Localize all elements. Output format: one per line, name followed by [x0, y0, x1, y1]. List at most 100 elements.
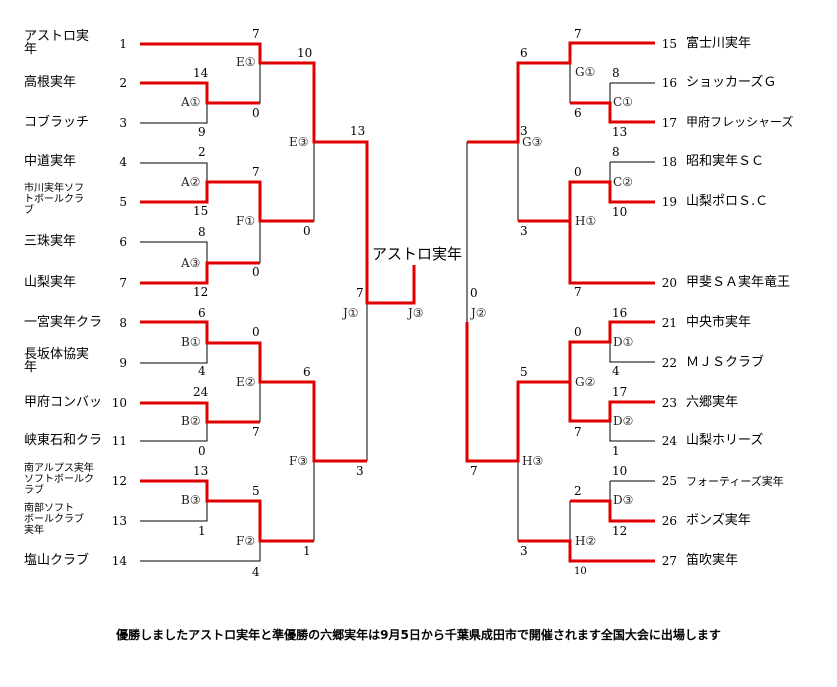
team-name: 市川実年ソフ トボールクラ ブ: [24, 183, 84, 216]
team-name: 南部ソフト ボールクラブ 実年: [24, 503, 84, 536]
seed-number: 18: [661, 155, 677, 169]
team-name: 六郷実年: [686, 395, 739, 410]
seed-number: 10: [111, 396, 127, 410]
score: 5: [252, 484, 260, 498]
score: 0: [198, 444, 206, 458]
score: 0: [470, 286, 478, 300]
score: 3: [520, 544, 528, 558]
seed-number: 17: [661, 116, 677, 130]
match-label: G①: [575, 65, 596, 79]
match-label: A③: [181, 256, 201, 270]
match-label: G③: [522, 135, 543, 149]
match-label: B②: [181, 414, 201, 428]
seed-number: 8: [119, 316, 127, 330]
score: 12: [193, 285, 209, 299]
score: 8: [612, 145, 620, 159]
score: 7: [470, 464, 478, 478]
score: 2: [198, 145, 206, 159]
score: 4: [252, 565, 260, 579]
seed-number: 21: [661, 316, 677, 330]
match-label: J①: [343, 306, 359, 320]
team-name: 高根実年: [24, 75, 77, 90]
seed-number: 19: [661, 195, 677, 209]
match-label: D②: [613, 414, 634, 428]
seed-number: 16: [661, 76, 677, 90]
seed-number: 12: [111, 474, 127, 488]
team-name: 富士川実年: [686, 36, 752, 51]
team-name: 峡東石和クラ: [24, 433, 103, 448]
score: 3: [356, 464, 364, 478]
score: 7: [252, 425, 260, 439]
team-name: 三珠実年: [24, 234, 77, 249]
seed-number: 24: [661, 434, 677, 448]
champion-label: アストロ実年: [372, 245, 463, 263]
team-name: 塩山クラブ: [24, 553, 90, 568]
score: 17: [612, 385, 628, 399]
team-name: 長坂体協実 年: [24, 347, 90, 375]
team-name: 山梨ポロＳ.Ｃ: [686, 194, 769, 209]
score: 7: [356, 286, 364, 300]
score: 6: [198, 306, 206, 320]
score: 6: [303, 365, 311, 379]
score: 24: [193, 385, 209, 399]
footer-note: 優勝しましたアストロ実年と準優勝の六郷実年は9月5日から千葉県成田市で開催されま…: [116, 628, 721, 642]
match-label: J③: [408, 306, 424, 320]
score: 10: [297, 46, 313, 60]
score: 15: [193, 204, 209, 218]
team-name: 南アルプス実年 ソフトボールク ラブ: [24, 463, 94, 496]
score: 0: [574, 325, 582, 339]
score: 5: [520, 365, 528, 379]
team-name: 山梨ホリーズ: [686, 433, 764, 448]
score: 1: [198, 524, 206, 538]
match-label: C①: [613, 95, 633, 109]
score: 13: [350, 124, 366, 138]
team-name: 甲府フレッシャーズ: [686, 115, 794, 129]
score: 7: [574, 27, 582, 41]
match-label: D③: [613, 493, 634, 507]
team-name: 笛吹実年: [686, 553, 739, 568]
team-name: アストロ実 年: [24, 29, 90, 57]
score: 3: [520, 124, 528, 138]
score: 2: [574, 484, 582, 498]
match-label: D①: [613, 335, 634, 349]
match-label: H②: [575, 534, 597, 548]
score: 12: [612, 524, 628, 538]
score: 0: [252, 325, 260, 339]
seed-number: 14: [111, 554, 127, 568]
seed-number: 26: [661, 514, 677, 528]
score: 7: [574, 425, 582, 439]
score: 10: [612, 464, 628, 478]
seed-number: 1: [119, 37, 127, 51]
seed-number: 5: [119, 195, 127, 209]
match-label: E②: [236, 375, 256, 389]
score: 10: [574, 566, 587, 577]
score: 1: [303, 544, 311, 558]
seed-number: 2: [119, 76, 127, 90]
team-name: 中道実年: [24, 154, 77, 169]
match-label: A①: [181, 95, 201, 109]
score: 0: [574, 165, 582, 179]
team-name: フォーティーズ実年: [686, 475, 784, 488]
seed-number: 13: [111, 514, 127, 528]
team-name: 中央市実年: [686, 315, 752, 330]
team-name: ショッカーズＧ: [686, 75, 777, 90]
score: 13: [193, 464, 209, 478]
score: 7: [252, 27, 260, 41]
match-label: J②: [471, 306, 487, 320]
score: 0: [252, 106, 260, 120]
score: 3: [520, 224, 528, 238]
team-name: 甲斐ＳＡ実年竜王: [686, 275, 791, 290]
seed-number: 27: [661, 554, 677, 568]
score: 16: [612, 306, 628, 320]
seed-number: 22: [661, 356, 677, 370]
seed-number: 23: [661, 396, 677, 410]
team-name: 甲府コンバッ: [24, 395, 103, 410]
seed-number: 4: [119, 155, 127, 169]
score: 4: [612, 364, 620, 378]
score: 6: [520, 46, 528, 60]
score: 8: [612, 66, 620, 80]
match-label: B①: [181, 335, 201, 349]
team-name: コブラッチ: [24, 115, 90, 130]
match-label: H③: [522, 454, 544, 468]
